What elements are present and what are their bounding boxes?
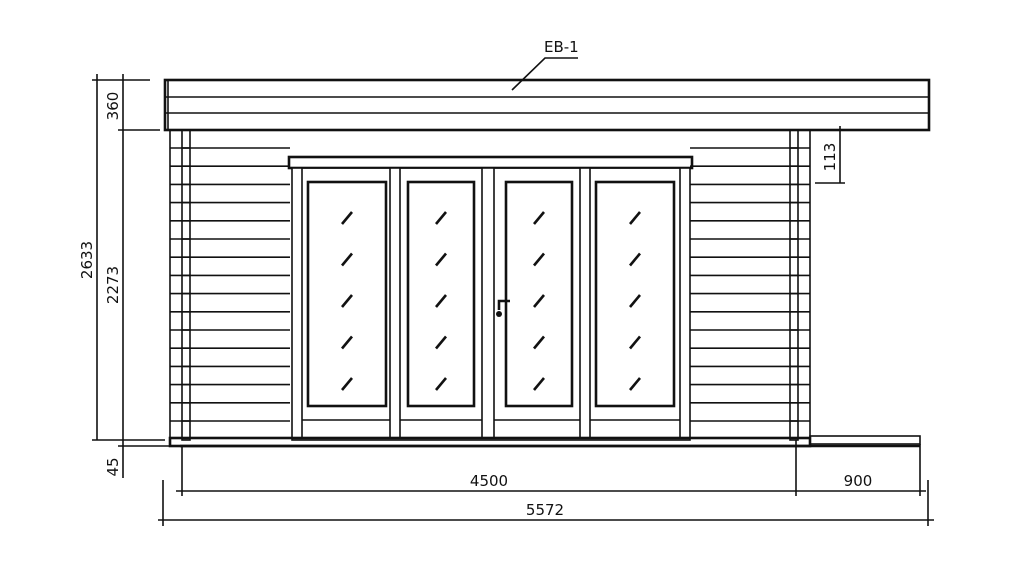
glass-marker-icon: [533, 294, 545, 308]
glass-marker-icon: [533, 335, 545, 350]
door-header: [287, 155, 694, 170]
glass-pane: [406, 180, 476, 408]
dim-wall-height: 2273: [104, 266, 122, 304]
glass-marker-icon: [435, 252, 447, 267]
callout-label: EB-1: [544, 38, 579, 56]
log-wall: [169, 129, 811, 441]
dim-terrace-width: 900: [844, 472, 873, 490]
roof: [163, 78, 931, 132]
dim-header-offset: 113: [821, 143, 839, 172]
dim-total-width: 5572: [526, 501, 564, 519]
glass-pane: [306, 180, 388, 408]
door-handle-icon: [496, 299, 510, 317]
glass-marker-icon: [435, 211, 447, 225]
dim-floor-height: 45: [104, 457, 122, 476]
horizontal-dimensions: 4500 900 5572: [158, 440, 934, 526]
glass-marker-icon: [629, 335, 641, 350]
glass-marker-icon: [341, 211, 353, 225]
glass-marker-icon: [533, 377, 545, 391]
door-frame: [291, 167, 691, 441]
callout-eb1: EB-1: [511, 38, 579, 91]
glass-marker-icon: [435, 294, 447, 308]
glass-marker-icon: [435, 335, 447, 350]
glass-marker-icon: [629, 252, 641, 267]
dim-building-width: 4500: [470, 472, 508, 490]
glass-marker-icon: [629, 377, 641, 391]
floor-and-terrace: [168, 435, 921, 448]
glass-marker-icon: [629, 294, 641, 308]
glass-pane: [504, 180, 574, 408]
glass-marker-icon: [341, 294, 353, 308]
glass-marker-icon: [533, 211, 545, 225]
glass-marker-icon: [629, 211, 641, 225]
glass-marker-icon: [341, 252, 353, 267]
glass-marker-icon: [341, 377, 353, 391]
glass-marker-icon: [341, 335, 353, 350]
dim-total-height: 2633: [78, 241, 96, 279]
vertical-dimensions: 360 2633 2273 45 113: [78, 74, 845, 478]
glass-marker-icon: [435, 377, 447, 391]
dim-roof-height: 360: [104, 92, 122, 121]
glass-pane: [594, 180, 676, 408]
folding-doors: [291, 167, 691, 441]
glass-marker-icon: [533, 252, 545, 267]
